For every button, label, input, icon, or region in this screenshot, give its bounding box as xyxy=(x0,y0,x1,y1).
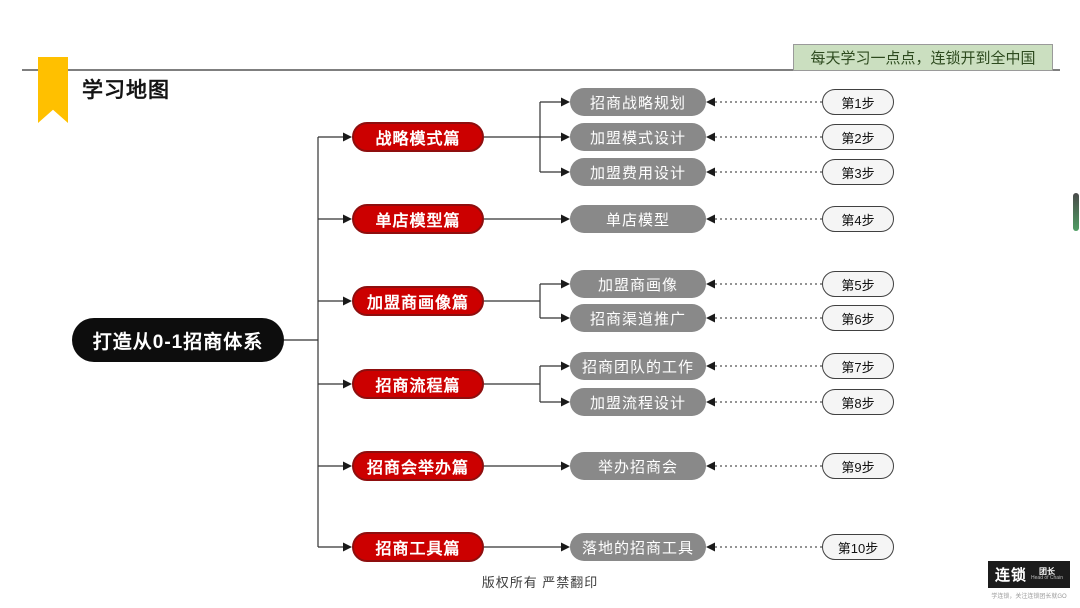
topic-node-6: 招商渠道推广 xyxy=(570,304,706,332)
topic-node-5: 加盟商画像 xyxy=(570,270,706,298)
branch-node-process: 招商流程篇 xyxy=(352,369,484,399)
dotted-connectors xyxy=(715,101,822,548)
branch-node-tools: 招商工具篇 xyxy=(352,532,484,562)
page-title: 学习地图 xyxy=(82,79,170,102)
step-badge-2: 第2步 xyxy=(822,124,894,150)
step-badge-1: 第1步 xyxy=(822,89,894,115)
step-badge-8: 第8步 xyxy=(822,389,894,415)
topic-node-9: 举办招商会 xyxy=(570,452,706,480)
brand-tagline: 学连锁，关注连锁团长就GO xyxy=(991,594,1067,600)
topic-node-10: 落地的招商工具 xyxy=(570,533,706,561)
header-divider xyxy=(22,69,1060,71)
topic-node-2: 加盟模式设计 xyxy=(570,123,706,151)
copyright-text: 版权所有 严禁翻印 xyxy=(481,575,599,590)
branch-node-conference: 招商会举办篇 xyxy=(352,451,484,481)
brand-logo-side: 团长 Head of Chain xyxy=(1031,568,1063,581)
brand-logo-side-cn: 团长 xyxy=(1039,567,1055,576)
brand-logo-box: 连锁 团长 Head of Chain xyxy=(988,561,1070,588)
step-badge-7: 第7步 xyxy=(822,353,894,379)
brand-logo-main: 连锁 xyxy=(995,567,1028,584)
brand-logo-side-en: Head of Chain xyxy=(1031,575,1063,581)
branch-node-store-model: 单店模型篇 xyxy=(352,204,484,234)
step-badge-4: 第4步 xyxy=(822,206,894,232)
root-node: 打造从0-1招商体系 xyxy=(72,318,284,362)
branch-node-strategy: 战略模式篇 xyxy=(352,122,484,152)
step-badge-5: 第5步 xyxy=(822,271,894,297)
step-badge-9: 第9步 xyxy=(822,453,894,479)
step-badge-10: 第10步 xyxy=(822,534,894,560)
arrowheads xyxy=(343,97,715,552)
topic-node-8: 加盟流程设计 xyxy=(570,388,706,416)
topic-node-3: 加盟费用设计 xyxy=(570,158,706,186)
solid-connectors xyxy=(284,101,561,548)
topic-node-7: 招商团队的工作 xyxy=(570,352,706,380)
scrollbar-thumb[interactable] xyxy=(1073,193,1079,231)
topic-node-1: 招商战略规划 xyxy=(570,88,706,116)
branch-node-franchisee-profile: 加盟商画像篇 xyxy=(352,286,484,316)
slogan-banner: 每天学习一点点，连锁开到全中国 xyxy=(793,44,1053,71)
step-badge-6: 第6步 xyxy=(822,305,894,331)
brand-logo: 连锁 团长 Head of Chain 学连锁，关注连锁团长就GO xyxy=(988,561,1070,600)
step-badge-3: 第3步 xyxy=(822,159,894,185)
topic-node-4: 单店模型 xyxy=(570,205,706,233)
